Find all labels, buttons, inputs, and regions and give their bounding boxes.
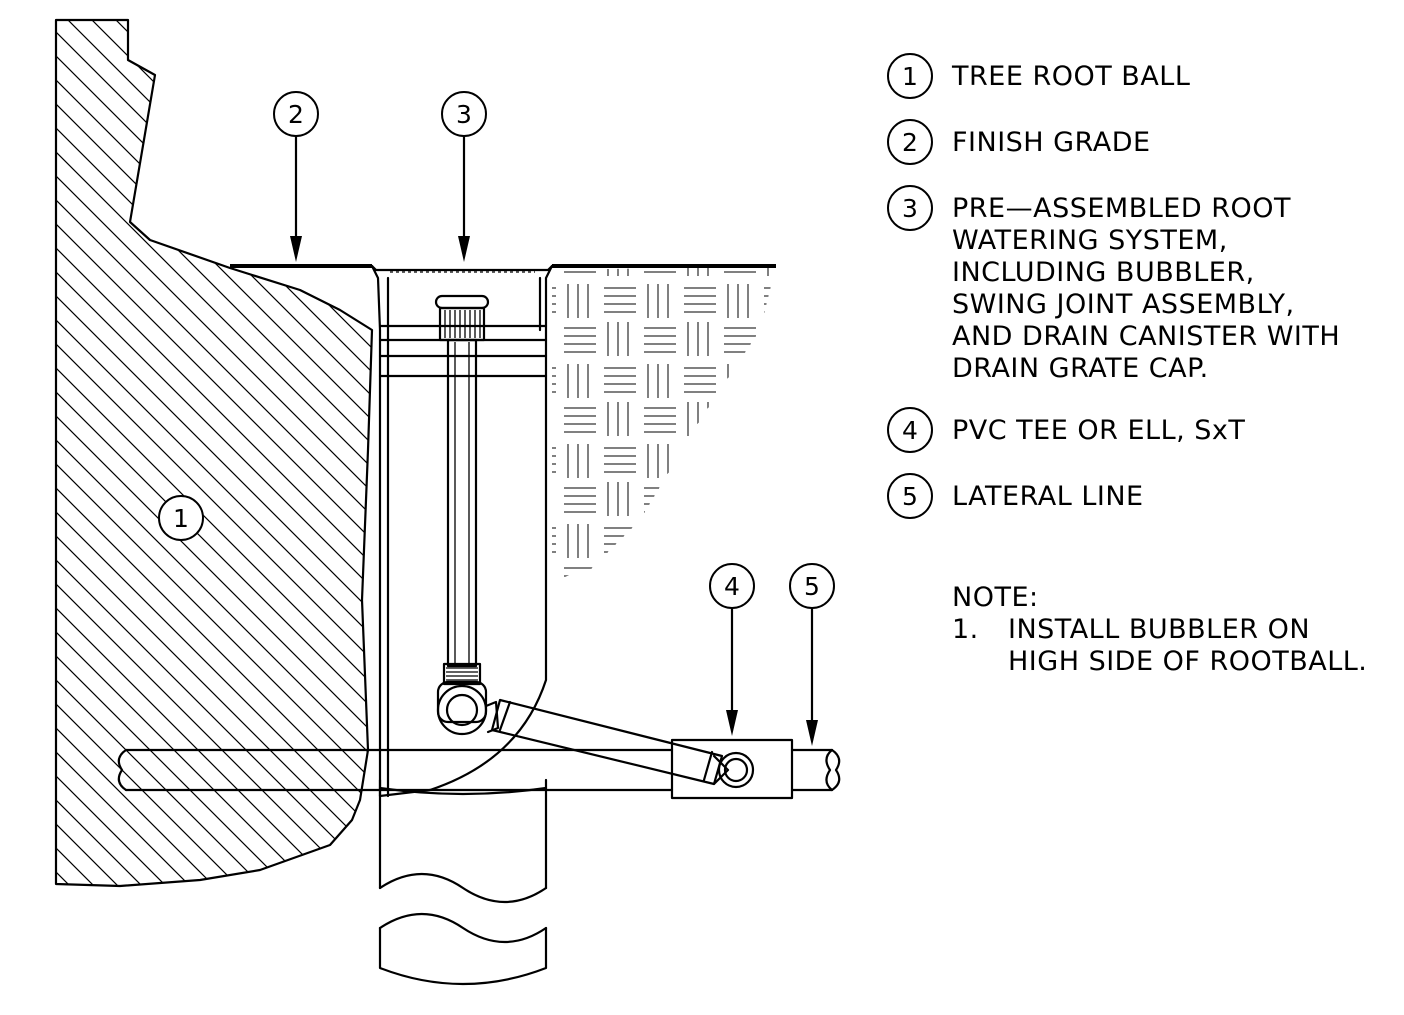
swing-pipe: [490, 698, 724, 786]
legend-item-5-number: 5: [902, 482, 918, 511]
legend-item-3-line-2: WATERING SYSTEM,: [952, 225, 1228, 256]
legend-item-1-number: 1: [902, 62, 918, 91]
callout-leaders: [290, 134, 818, 746]
legend-item-2-number: 2: [902, 128, 918, 157]
legend-item-4-text: PVC TEE OR ELL, SxT: [952, 415, 1245, 446]
callout-2-label: 2: [288, 100, 304, 129]
callout-4: 4: [709, 563, 755, 609]
note-item-line-2: HIGH SIDE OF ROOTBALL.: [1008, 646, 1367, 677]
legend-item-3: 3 PRE—ASSEMBLED ROOT WATERING SYSTEM, IN…: [887, 185, 1340, 384]
note-block: NOTE: 1. INSTALL BUBBLER ON HIGH SIDE OF…: [952, 582, 1367, 677]
callout-3: 3: [441, 91, 487, 137]
drain-canister: [370, 264, 554, 798]
pvc-tee-fitting: [670, 738, 794, 800]
legend-item-3-line-1: PRE—ASSEMBLED ROOT: [952, 193, 1291, 224]
legend-item-1: 1 TREE ROOT BALL: [887, 53, 1190, 99]
swing-joint-elbow: [436, 680, 500, 736]
legend: 1 TREE ROOT BALL 2 FINISH GRADE 3 PRE—AS…: [887, 53, 1340, 519]
callout-5: 5: [789, 563, 835, 609]
legend-item-3-number: 3: [902, 194, 918, 223]
note-item-line-1: INSTALL BUBBLER ON: [1008, 614, 1310, 645]
note-item-number: 1.: [952, 614, 979, 645]
lateral-line-pipe: [117, 748, 841, 792]
legend-item-5-text: LATERAL LINE: [952, 481, 1144, 512]
legend-item-4: 4 PVC TEE OR ELL, SxT: [887, 407, 1245, 453]
legend-item-2: 2 FINISH GRADE: [887, 119, 1151, 165]
soil-texture: [552, 266, 776, 580]
callout-5-label: 5: [804, 572, 820, 601]
legend-item-2-text: FINISH GRADE: [952, 127, 1151, 158]
legend-item-3-line-4: SWING JOINT ASSEMBLY,: [952, 289, 1295, 320]
legend-item-3-line-6: DRAIN GRATE CAP.: [952, 353, 1209, 384]
drain-grate-cap: [370, 264, 554, 273]
callout-1-label: 1: [173, 504, 189, 533]
callout-2: 2: [273, 91, 319, 137]
legend-item-1-text: TREE ROOT BALL: [951, 61, 1190, 92]
legend-item-3-line-5: AND DRAIN CANISTER WITH: [952, 321, 1340, 352]
sleeve-pipe: [378, 778, 548, 986]
callout-4-label: 4: [724, 572, 740, 601]
callout-1: 1: [158, 495, 204, 541]
callout-3-label: 3: [456, 100, 472, 129]
legend-item-4-number: 4: [902, 416, 918, 445]
note-title: NOTE:: [952, 582, 1039, 613]
bubbler-riser: [434, 294, 490, 686]
root-ball: [54, 18, 374, 888]
legend-item-3-line-3: INCLUDING BUBBLER,: [952, 257, 1255, 288]
legend-item-5: 5 LATERAL LINE: [887, 473, 1144, 519]
